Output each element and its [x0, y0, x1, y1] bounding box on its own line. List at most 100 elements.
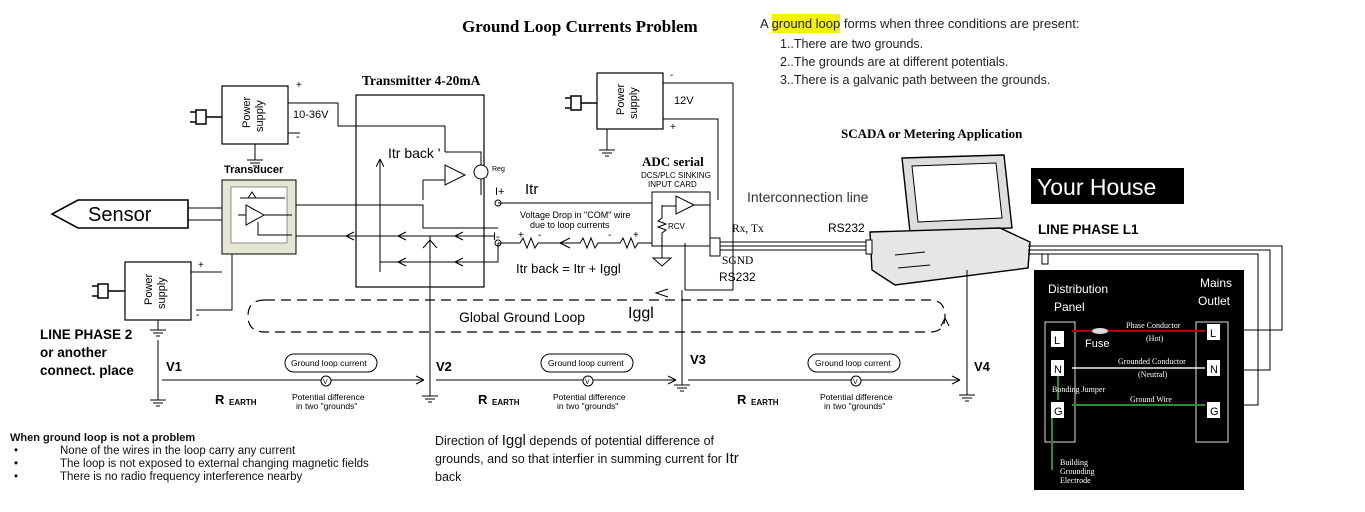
- ground-symbol-icon: [150, 340, 166, 407]
- svg-text:G: G: [1054, 406, 1063, 418]
- sensor-probe: Sensor: [50, 199, 222, 229]
- scada-label: SCADA or Metering Application: [841, 126, 1023, 141]
- transmitter-box: [355, 94, 485, 288]
- svg-text:-: -: [196, 309, 200, 321]
- svg-text:-: -: [608, 230, 611, 241]
- svg-text:Reg: Reg: [492, 166, 505, 173]
- sensor-label: Sensor: [88, 204, 152, 226]
- svg-text:Ground loop current: Ground loop current: [291, 358, 367, 368]
- svg-text:R: R: [737, 392, 747, 407]
- i-minus-terminal: I-: [493, 231, 500, 243]
- ground-loop-current-1: Ground loop current V Potential differen…: [215, 353, 378, 411]
- svg-text:R: R: [478, 392, 488, 407]
- svg-text:Power: Power: [143, 273, 155, 305]
- ground-loop-current-3: Ground loop current V Potential differen…: [737, 353, 901, 411]
- svg-text:in two "grounds": in two "grounds": [296, 401, 357, 411]
- iggl-label: Iggl: [628, 305, 654, 322]
- svg-text:Ground loop current: Ground loop current: [548, 358, 624, 368]
- svg-text:EARTH: EARTH: [229, 398, 257, 407]
- svg-text:INPUT CARD: INPUT CARD: [648, 180, 697, 189]
- voltage-label-10-36: 10-36V: [293, 109, 329, 121]
- adc-serial-label: ADC serial: [642, 154, 704, 169]
- fuse-label: Fuse: [1085, 338, 1109, 350]
- computer-icon: [865, 154, 1031, 286]
- svg-text:Phase Conductor: Phase Conductor: [1126, 321, 1181, 330]
- svg-text:Ground loop current: Ground loop current: [815, 358, 891, 368]
- global-ground-loop: [247, 299, 946, 333]
- svg-text:(Hot): (Hot): [1146, 334, 1164, 343]
- svg-text:RCV: RCV: [668, 222, 686, 231]
- svg-text:R: R: [215, 392, 225, 407]
- svg-text:+: +: [198, 260, 204, 271]
- line-phase-l1-label: LINE PHASE L1: [1038, 222, 1139, 237]
- global-ground-loop-label: Global Ground Loop: [459, 309, 585, 325]
- highlighted-term: ground loop: [771, 14, 841, 33]
- list-item: There is no radio frequency interference…: [10, 471, 440, 484]
- voltage-drop-note: Voltage Drop in "COM" wire: [520, 210, 630, 220]
- rs232-label-bottom: RS232: [719, 270, 756, 284]
- rs232-label-top: RS232: [828, 221, 865, 235]
- svg-text:Bonding Jumper: Bonding Jumper: [1052, 385, 1105, 394]
- svg-text:Grounding: Grounding: [1060, 467, 1095, 476]
- svg-text:Power: Power: [615, 83, 627, 115]
- mains-outlet-label: Mains: [1200, 276, 1232, 290]
- ground-symbol-icon: [247, 144, 263, 167]
- condition-item: 3..There is a galvanic path between the …: [780, 73, 1051, 87]
- svg-text:in two "grounds": in two "grounds": [557, 401, 618, 411]
- svg-text:G: G: [1210, 406, 1219, 418]
- ground-loop-conditions: A ground loop forms when three condition…: [760, 14, 1080, 91]
- itr-back-equation: Itr back = Itr + Iggl: [516, 261, 621, 276]
- svg-text:or another: or another: [40, 345, 108, 360]
- ground-symbol-icon: [150, 320, 166, 337]
- condition-item: 1..There are two grounds.: [780, 37, 924, 51]
- your-house-label: Your House: [1037, 174, 1156, 200]
- itr-back-prime-label: Itr back ': [388, 145, 440, 161]
- svg-text:N: N: [1210, 364, 1218, 376]
- conditions-intro: A ground loop forms when three condition…: [760, 14, 1080, 33]
- minus-sign: -: [296, 131, 300, 143]
- svg-text:L: L: [1210, 328, 1216, 340]
- dcs-card-label: DCS/PLC SINKING: [641, 171, 711, 180]
- sgnd-label: SGND: [722, 255, 753, 267]
- com-wire-resistance: [498, 236, 662, 250]
- svg-text:Grounded Conductor: Grounded Conductor: [1118, 357, 1186, 366]
- svg-text:Potential difference: Potential difference: [292, 392, 365, 402]
- svg-text:Potential difference: Potential difference: [553, 392, 626, 402]
- svg-text:EARTH: EARTH: [492, 398, 520, 407]
- v1-label: V1: [166, 359, 182, 374]
- interconnection-label: Interconnection line: [747, 189, 869, 205]
- svg-text:supply: supply: [628, 87, 640, 119]
- v3-label: V3: [690, 352, 706, 367]
- i-plus-terminal: I+: [495, 186, 504, 198]
- power-supply-adc: Power supply: [596, 72, 664, 130]
- svg-text:V: V: [853, 379, 858, 386]
- svg-text:EARTH: EARTH: [751, 398, 779, 407]
- svg-text:connect. place: connect. place: [40, 363, 134, 378]
- svg-text:N: N: [1054, 364, 1062, 376]
- svg-text:Panel: Panel: [1054, 300, 1085, 314]
- svg-text:-: -: [538, 230, 541, 241]
- not-a-problem-heading: When ground loop is not a problem: [10, 432, 196, 444]
- svg-text:L: L: [1054, 335, 1060, 347]
- plug-icon: [92, 283, 125, 299]
- voltage-label-12: 12V: [674, 95, 694, 107]
- power-supply-top-left: Power supply: [221, 85, 289, 145]
- plug-icon: [190, 109, 222, 125]
- svg-text:Power: Power: [241, 96, 253, 128]
- svg-text:Electrode: Electrode: [1060, 476, 1091, 485]
- not-a-problem-list: When ground loop is not a problem None o…: [10, 432, 440, 484]
- svg-text:Building: Building: [1060, 458, 1088, 467]
- svg-text:Ground Wire: Ground Wire: [1130, 395, 1172, 404]
- plug-icon: [565, 95, 597, 111]
- svg-text:Potential difference: Potential difference: [820, 392, 893, 402]
- direction-note: Direction of Iggl depends of potential d…: [435, 432, 739, 484]
- svg-text:-: -: [670, 70, 673, 81]
- svg-text:V: V: [585, 379, 590, 386]
- distribution-panel: [1034, 270, 1244, 490]
- svg-text:+: +: [633, 230, 639, 241]
- itr-label: Itr: [525, 181, 538, 198]
- power-supply-bottom-left: Power supply: [124, 261, 192, 321]
- v2-label: V2: [436, 359, 452, 374]
- svg-text:V: V: [323, 379, 328, 386]
